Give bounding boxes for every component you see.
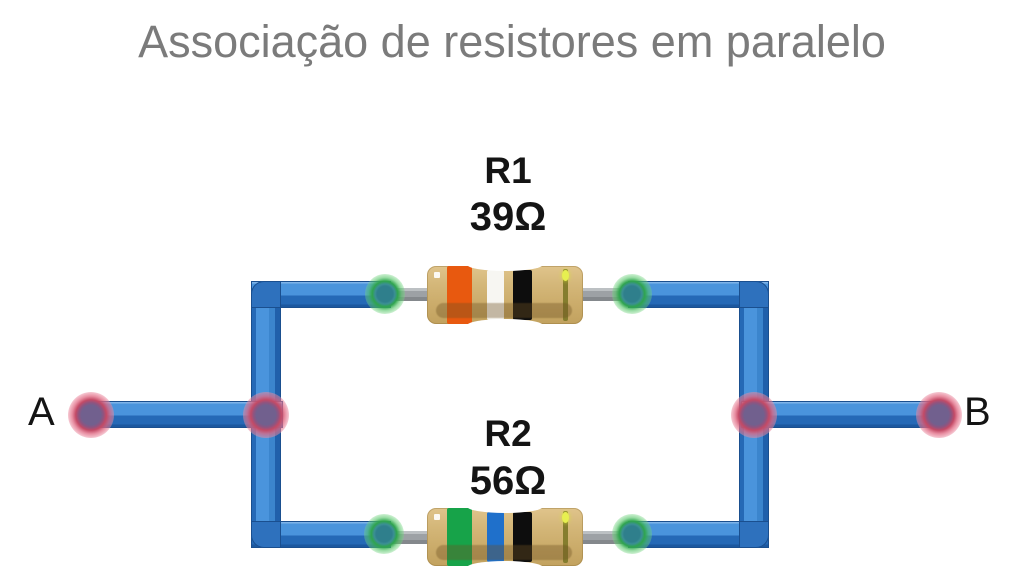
wire-corner-bottom-left [251,521,281,548]
junction-node-right [731,392,777,438]
resistor-r2-value-label: 56Ω [469,459,547,503]
junction-node-left [243,392,289,438]
resistor-r1-name-label: R1 [484,150,532,191]
resistor-r1-value-label: 39Ω [469,195,547,239]
connector-node-r2-right [612,514,652,554]
resistor-band [447,266,472,324]
gold-band-glint [562,270,569,281]
resistor-band [487,512,504,562]
resistor-r2 [427,500,583,574]
resistor-r1 [427,258,583,332]
resistor-band [447,508,472,566]
terminal-label-b: B [964,390,991,434]
resistor-band [513,270,532,320]
resistor-band [513,512,532,562]
resistor-body-highlight [434,272,440,278]
resistor-body-highlight [434,514,440,520]
page-title: Associação de resistores em paralelo [138,16,886,67]
resistor-band [487,270,504,320]
wire-corner-top-left [251,281,281,308]
connector-node-r2-left [364,514,404,554]
terminal-label-a: A [28,390,55,434]
connector-node-r1-right [612,274,652,314]
gold-band-glint [562,512,569,523]
resistor-band [563,511,568,563]
terminal-node-b [916,392,962,438]
wire-corner-top-right [739,281,769,308]
resistor-body-shadow [436,303,572,318]
terminal-node-a [68,392,114,438]
wire-corner-bottom-right [739,521,769,548]
resistor-r2-name-label: R2 [484,413,532,454]
resistor-body-shadow [436,545,572,560]
resistor-band [563,269,568,321]
connector-node-r1-left [365,274,405,314]
